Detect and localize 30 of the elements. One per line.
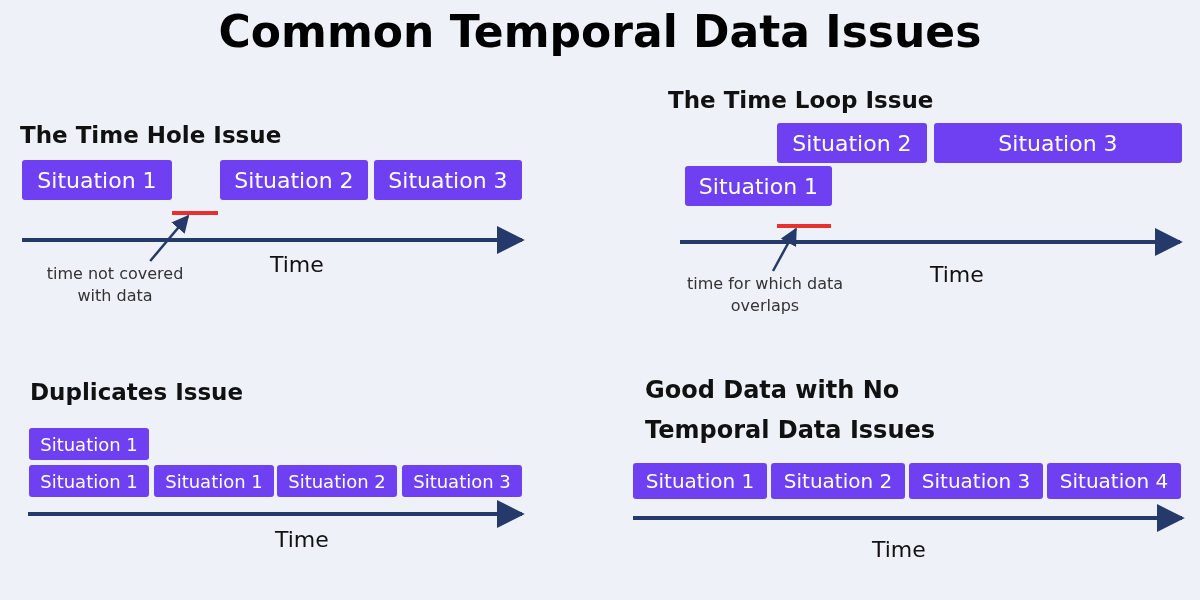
situation-bar: Situation 4 bbox=[1047, 463, 1181, 499]
situation-bar: Situation 2 bbox=[777, 123, 927, 163]
axis-label: Time bbox=[930, 262, 984, 287]
situation-bar: Situation 1 bbox=[685, 166, 832, 206]
situation-bar: Situation 1 bbox=[22, 160, 172, 200]
situation-bar: Situation 2 bbox=[771, 463, 905, 499]
section-heading: Good Data with No Temporal Data Issues bbox=[645, 375, 937, 446]
situation-bar: Situation 2 bbox=[220, 160, 368, 200]
situation-bar: Situation 3 bbox=[374, 160, 522, 200]
situation-bar: Situation 1 bbox=[29, 428, 149, 460]
annotation-text: time for which data overlaps bbox=[685, 273, 845, 321]
leader-arrow bbox=[771, 227, 797, 272]
section-heading: The Time Loop Issue bbox=[668, 86, 934, 115]
situation-bar: Situation 1 bbox=[154, 465, 274, 497]
axis-label: Time bbox=[275, 527, 329, 552]
situation-bar: Situation 3 bbox=[402, 465, 522, 497]
axis-label: Time bbox=[872, 537, 926, 562]
leader-arrow bbox=[149, 214, 190, 262]
section-heading: The Time Hole Issue bbox=[20, 121, 282, 150]
axis-label: Time bbox=[270, 252, 324, 277]
situation-bar: Situation 1 bbox=[633, 463, 767, 499]
situation-bar: Situation 3 bbox=[909, 463, 1043, 499]
gap-marker bbox=[172, 211, 218, 215]
diagram-title: Common Temporal Data Issues bbox=[217, 6, 983, 57]
gap-marker bbox=[777, 224, 831, 228]
situation-bar: Situation 3 bbox=[934, 123, 1182, 163]
section-heading: Duplicates Issue bbox=[30, 378, 244, 407]
situation-bar: Situation 2 bbox=[277, 465, 397, 497]
situation-bar: Situation 1 bbox=[29, 465, 149, 497]
annotation-text: time not covered with data bbox=[35, 263, 195, 311]
